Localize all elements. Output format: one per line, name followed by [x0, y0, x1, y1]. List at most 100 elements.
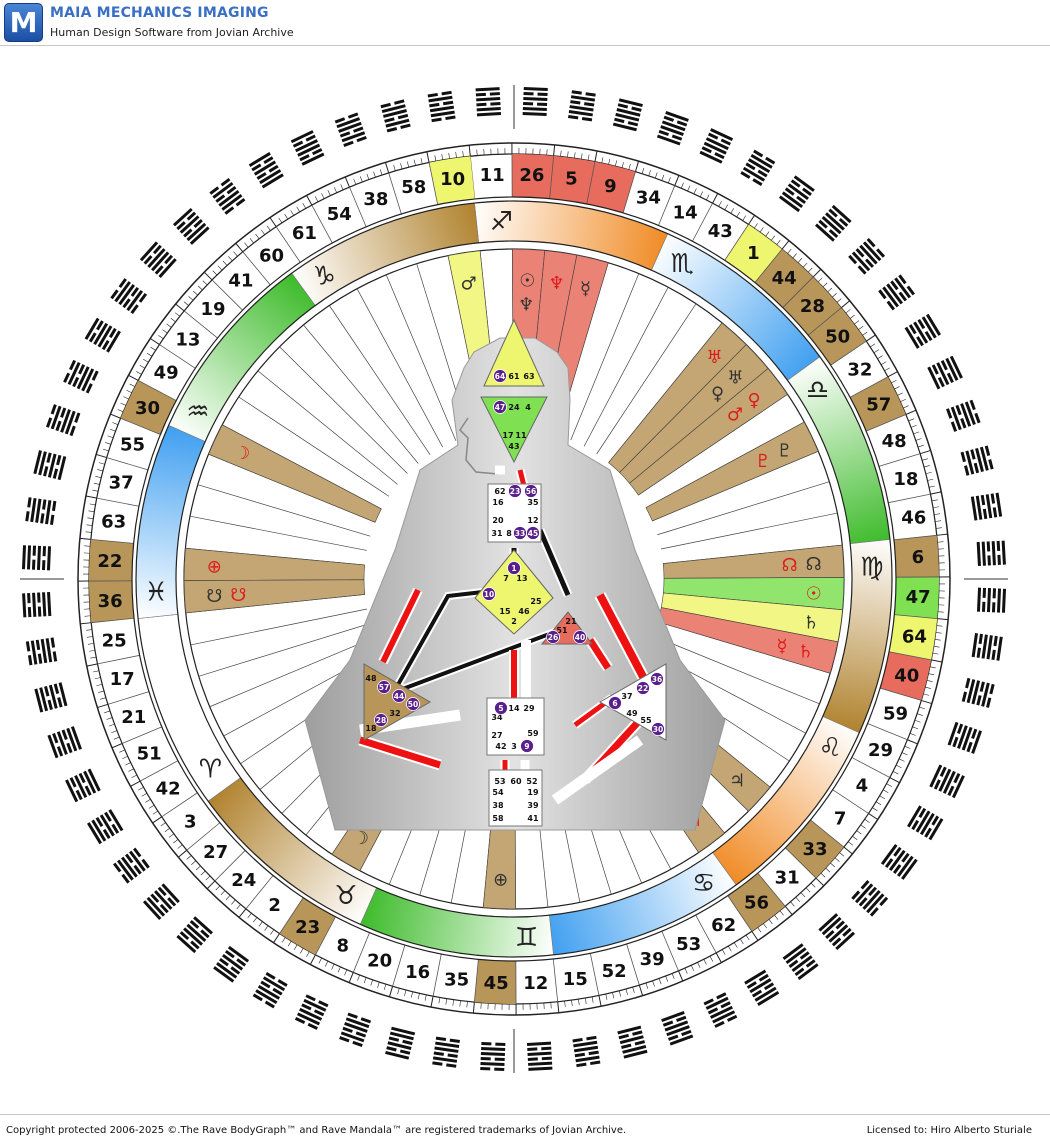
gate-number-22: 22 [97, 551, 122, 572]
gate-number-7: 7 [834, 808, 847, 829]
planet-glyph-icon: ⊕ [207, 557, 222, 578]
hexagram-55 [46, 404, 80, 436]
planet-glyph-icon: ♄ [803, 613, 819, 634]
hexagram-8 [295, 994, 329, 1030]
bodygraph-gate-label: 19 [527, 788, 539, 797]
hexagram-19 [140, 241, 177, 278]
gate-number-64: 64 [902, 626, 927, 647]
gate-number-59: 59 [883, 703, 908, 724]
gate-number-51: 51 [137, 744, 162, 765]
bodygraph-gate-label: 59 [527, 729, 539, 738]
hexagram-4 [907, 805, 943, 840]
active-gate-label: 50 [408, 700, 418, 709]
active-gate-label: 57 [379, 683, 389, 692]
hexagram-56 [783, 943, 819, 980]
hexagram-31 [818, 913, 855, 950]
gate-number-61: 61 [292, 223, 317, 244]
planet-glyph-icon: ☽ [353, 828, 369, 849]
planet-glyph-icon: ♆ [549, 273, 565, 294]
bodygraph-gate-label: 31 [491, 529, 503, 538]
planet-glyph-icon: ♂ [727, 405, 743, 426]
app-footer: Copyright protected 2006-2025 ©.The Rave… [0, 1114, 1050, 1146]
zodiac-sign-icon: ♊ [515, 923, 538, 953]
gate-number-62: 62 [711, 915, 736, 936]
planet-glyph-icon: ☋ [206, 586, 222, 607]
gate-number-57: 57 [866, 394, 891, 415]
bodygraph-gate-label: 13 [516, 574, 527, 583]
hexagram-60 [209, 178, 245, 215]
gate-number-50: 50 [825, 327, 850, 348]
active-gate-label: 28 [376, 716, 386, 725]
planet-glyph-icon: ☿ [776, 636, 787, 657]
active-gate-label: 45 [528, 529, 538, 538]
planet-glyph-icon: ♇ [755, 451, 771, 472]
planet-glyph-icon: ♅ [727, 368, 743, 389]
bodygraph-gate-label: 42 [495, 742, 506, 751]
active-gate-label: 9 [524, 742, 529, 751]
hexagram-30 [63, 360, 99, 394]
zodiac-sign-icon: ♎ [806, 375, 829, 405]
bodygraph-gate-label: 17 [502, 431, 513, 440]
hexagram-15 [572, 1036, 600, 1067]
planet-glyph-icon: ♅ [706, 347, 722, 368]
active-gate-label: 22 [638, 684, 648, 693]
hexagram-42 [87, 809, 123, 844]
hexagram-17 [34, 682, 67, 712]
hexagram-1 [779, 175, 815, 212]
bodygraph-gate-label: 38 [492, 801, 504, 810]
planet-glyph-icon: ☽ [234, 443, 250, 464]
gate-number-58: 58 [401, 177, 426, 198]
hexagram-20 [339, 1013, 371, 1047]
planet-glyph-icon: ♃ [729, 770, 745, 791]
hexagram-12 [527, 1042, 552, 1071]
hexagram-18 [961, 446, 994, 476]
gate-number-63: 63 [101, 512, 126, 533]
planet-glyph-icon: ☿ [580, 279, 591, 300]
hexagram-16 [385, 1027, 415, 1060]
bodygraph-gate-label: 2 [511, 617, 517, 626]
planet-glyph-icon: ♄ [797, 642, 813, 663]
gate-number-47: 47 [906, 587, 931, 608]
zodiac-sign-icon: ♒ [186, 397, 209, 427]
hexagram-21 [47, 726, 82, 758]
gate-number-53: 53 [676, 934, 701, 955]
hexagram-58 [381, 99, 411, 132]
hexagram-2 [213, 946, 249, 983]
bodygraph-gate-label: 35 [527, 498, 539, 507]
gate-number-46: 46 [901, 508, 926, 529]
gate-number-52: 52 [602, 961, 627, 982]
active-gate-label: 47 [495, 403, 505, 412]
active-gate-label: 33 [515, 529, 525, 538]
hexagram-22 [22, 545, 51, 570]
hexagram-24 [176, 916, 213, 953]
gate-number-20: 20 [367, 951, 392, 972]
gate-number-32: 32 [847, 359, 872, 380]
gate-number-45: 45 [484, 973, 509, 994]
gate-number-31: 31 [775, 867, 800, 888]
maia-logo-icon: M [4, 3, 43, 42]
gate-number-41: 41 [228, 271, 253, 292]
planet-glyph-icon: ☋ [230, 585, 246, 606]
active-gate-label: 10 [484, 590, 494, 599]
hexagram-7 [881, 844, 918, 880]
gate-number-4: 4 [856, 775, 869, 796]
hexagram-33 [851, 880, 888, 917]
gate-number-17: 17 [110, 669, 135, 690]
active-gate-label: 23 [510, 487, 520, 496]
hexagram-62 [744, 970, 779, 1006]
planet-glyph-icon: ☊ [806, 554, 822, 575]
gate-number-56: 56 [744, 893, 769, 914]
gate-number-19: 19 [200, 299, 225, 320]
gate-number-2: 2 [268, 895, 281, 916]
gate-number-36: 36 [98, 591, 123, 612]
hexagram-64 [972, 633, 1003, 661]
gate-number-16: 16 [405, 962, 430, 983]
bodygraph-gate-label: 53 [494, 777, 505, 786]
zodiac-sign-icon: ♋ [692, 869, 715, 899]
gate-number-28: 28 [800, 296, 825, 317]
planet-glyph-icon: ♀ [711, 384, 724, 405]
gate-number-3: 3 [184, 812, 197, 833]
gate-number-10: 10 [440, 169, 465, 190]
